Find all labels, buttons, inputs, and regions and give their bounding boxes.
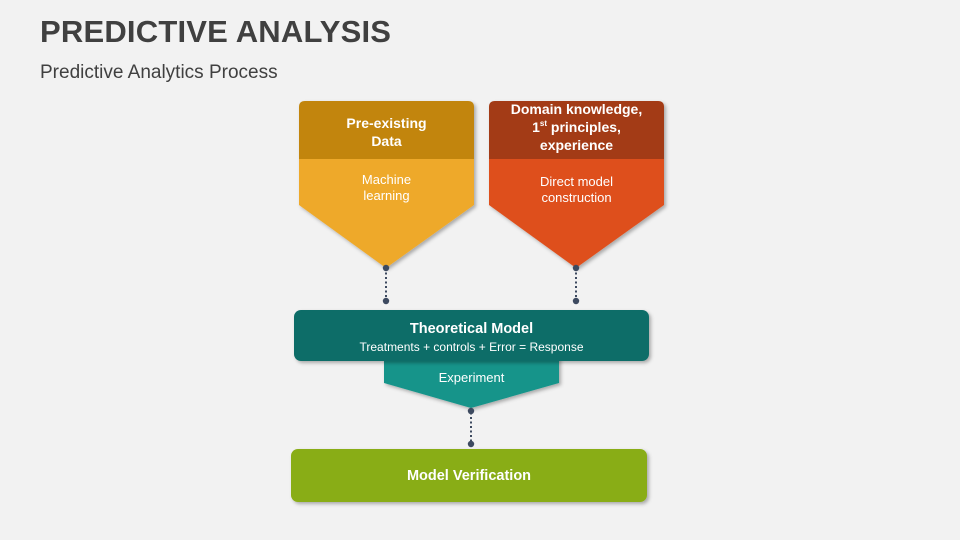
pre-existing-data-label: Pre-existing Data [299, 115, 474, 150]
domain-knowledge-header [489, 101, 664, 159]
pre-existing-data-label-line1: Pre-existing [346, 115, 427, 131]
domain-knowledge-body [489, 150, 664, 268]
direct-model-construction-label: Direct model construction [489, 174, 664, 207]
connector-right [572, 264, 580, 305]
direct-model-line1: Direct model [540, 174, 613, 189]
experiment-label: Experiment [438, 370, 505, 385]
machine-learning-label: Machine learning [299, 172, 474, 205]
pre-existing-data-header [299, 101, 474, 159]
domain-knowledge-line3: experience [539, 137, 614, 154]
pre-existing-data-node [299, 101, 474, 268]
theoretical-model-formula: Treatments + controls + Error = Response [359, 340, 584, 354]
machine-learning-line2: learning [363, 188, 410, 204]
domain-knowledge-label: Domain knowledge, 1st principles, experi… [489, 100, 664, 155]
ordinal-number: 1 [532, 119, 540, 136]
connector-left [382, 264, 390, 305]
model-verification-box [291, 449, 647, 502]
direct-model-line2: construction [541, 190, 612, 206]
domain-knowledge-node [489, 101, 664, 268]
connector-bottom [467, 407, 475, 448]
domain-knowledge-line1: Domain knowledge, [510, 101, 643, 117]
model-verification-label: Model Verification [406, 468, 532, 484]
pre-existing-data-label-line2: Data [371, 132, 402, 149]
experiment-shape [384, 355, 559, 408]
page-title: PREDICTIVE ANALYSIS [40, 14, 392, 49]
ordinal-suffix: st [539, 119, 547, 129]
theoretical-model-box [294, 310, 649, 361]
principles-text: principles, [547, 119, 621, 136]
pre-existing-data-body [299, 150, 474, 268]
page-subtitle: Predictive Analytics Process [40, 62, 278, 83]
machine-learning-line1: Machine [361, 172, 412, 187]
theoretical-model-title: Theoretical Model [409, 321, 534, 337]
domain-knowledge-line2: 1st principles, [489, 118, 664, 136]
